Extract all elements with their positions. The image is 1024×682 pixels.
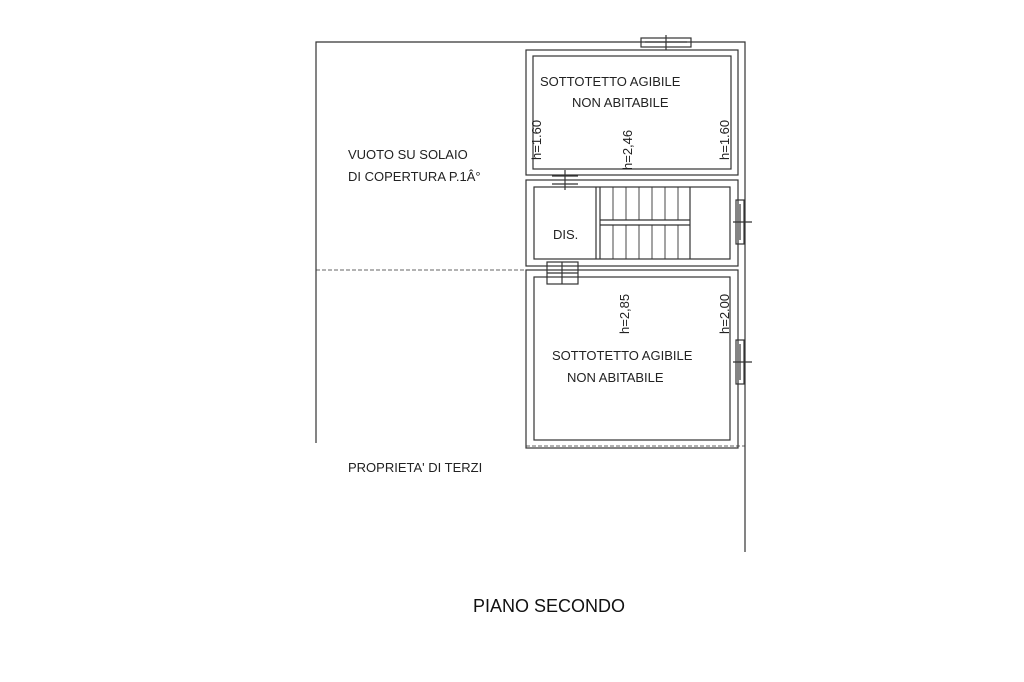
landing-label: DIS. bbox=[553, 227, 578, 242]
height-label-lower-right: h=2.00 bbox=[717, 294, 732, 334]
height-label-upper-left: h=1.60 bbox=[529, 120, 544, 160]
property-boundary bbox=[315, 41, 746, 552]
height-label-upper-right: h=1.60 bbox=[717, 120, 732, 160]
third-party-label: PROPRIETA' DI TERZI bbox=[348, 460, 482, 475]
window-right-upper bbox=[733, 199, 752, 245]
upper-room-label-2: NON ABITABILE bbox=[572, 95, 669, 110]
upper-room-label-1: SOTTOTETTO AGIBILE bbox=[540, 74, 681, 89]
door-upper bbox=[552, 170, 578, 190]
window-top bbox=[640, 35, 692, 50]
plan-title: PIANO SECONDO bbox=[473, 596, 625, 616]
void-label-1: VUOTO SU SOLAIO bbox=[348, 147, 468, 162]
lower-attic-room bbox=[525, 269, 739, 449]
door-lower bbox=[546, 261, 579, 285]
window-right-lower bbox=[733, 339, 752, 385]
staircase-block bbox=[525, 179, 739, 267]
lower-room-label-2: NON ABITABILE bbox=[567, 370, 664, 385]
upper-attic-room bbox=[525, 49, 739, 176]
stair-treads bbox=[612, 187, 679, 259]
height-label-upper-mid: h=2,46 bbox=[620, 130, 635, 170]
lower-room-label-1: SOTTOTETTO AGIBILE bbox=[552, 348, 693, 363]
void-label-2: DI COPERTURA P.1Â° bbox=[348, 169, 481, 184]
height-label-lower-mid: h=2,85 bbox=[617, 294, 632, 334]
